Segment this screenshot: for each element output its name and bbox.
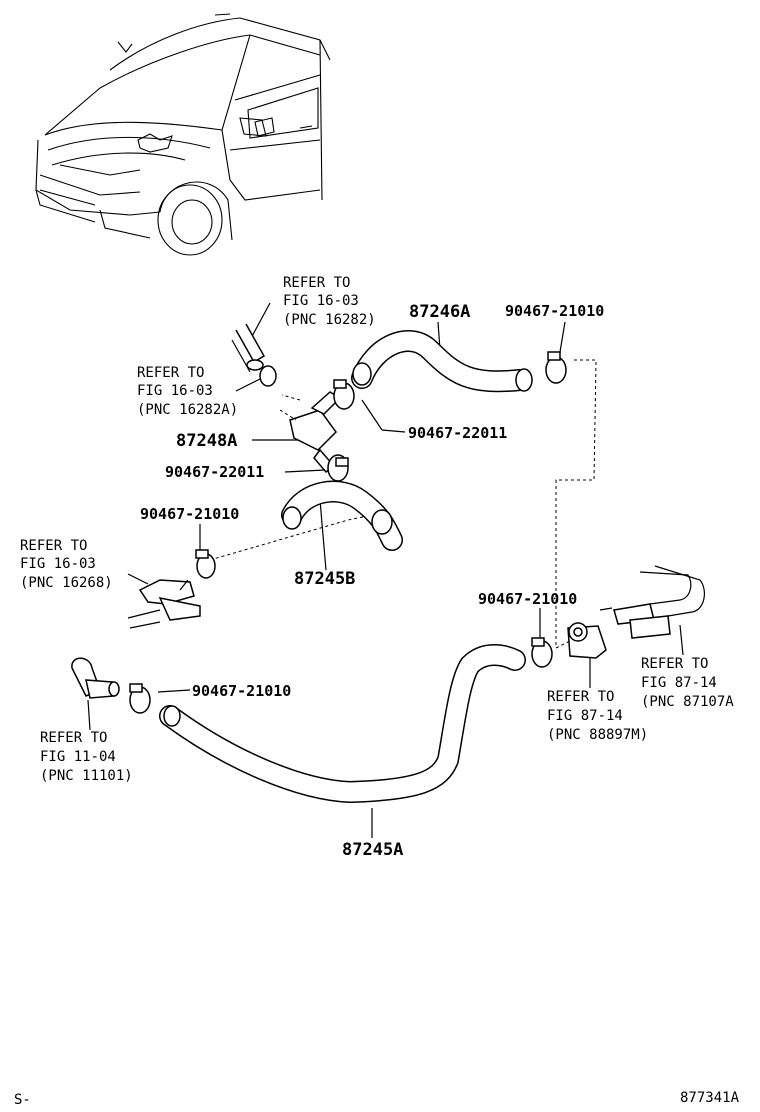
ref-line: FIG 16-03 [20,556,96,572]
part-number-clamp-21010-lower: 90467-21010 [192,682,291,700]
ref-line: REFER TO [283,275,350,291]
part-number-87245a: 87245A [342,840,403,860]
hose-clamp-22011-upper [333,379,355,410]
part-number-clamp-22011-left: 90467-22011 [165,463,264,481]
ref-line: (PNC 16282) [283,312,376,328]
vehicle-illustration [35,13,331,256]
ref-line: REFER TO [40,730,107,746]
part-number-clamp-21010-top: 90467-21010 [505,302,604,320]
ref-fig-87-14-pnc-88897m: REFER TO FIG 87-14 (PNC 88897M) [547,689,648,743]
hose-clamp-21010-mid [195,549,216,579]
hose-clamp-21010-right [531,637,553,668]
ref-line: (PNC 11101) [40,768,133,784]
part-number-clamp-21010-right: 90467-21010 [478,590,577,608]
heater-valve-flange [567,622,607,659]
ref-line: REFER TO [547,689,614,705]
tee-joint-87248A [279,391,342,474]
hose-87246A [351,330,533,393]
hose-clamp-top-right [545,351,567,384]
hose-clamp-21010-lower [129,683,151,714]
ref-fig-11-04-pnc-11101: REFER TO FIG 11-04 (PNC 11101) [40,730,133,784]
ref-line: (PNC 16268) [20,575,113,591]
ref-fig-87-14-pnc-87107a: REFER TO FIG 87-14 (PNC 87107A [641,656,734,710]
hose-clamp-upper-left [259,365,277,387]
ref-fig-16-03-pnc-16282: REFER TO FIG 16-03 (PNC 16282) [283,275,376,328]
ref-line: FIG 11-04 [40,749,116,765]
figure-id: 877341A [680,1090,740,1106]
water-valve-connector [127,579,201,629]
part-number-87245b: 87245B [294,569,355,589]
ref-line: (PNC 87107A [641,694,734,710]
leader-lines [87,302,684,838]
heater-pipes-right [599,565,706,639]
ref-fig-16-03-pnc-16282a: REFER TO FIG 16-03 (PNC 16282A) [137,365,238,418]
ref-line: FIG 87-14 [641,675,717,691]
ref-line: FIG 16-03 [283,293,359,309]
hose-87245B [281,480,403,551]
ref-line: REFER TO [137,365,204,381]
part-number-87248a: 87248A [176,431,237,451]
hose-clamp-22011-lower [327,454,349,482]
ref-line: (PNC 88897M) [547,727,648,743]
part-number-clamp-21010-mid: 90467-21010 [140,505,239,523]
hose-87245A [159,644,526,803]
pipe-upper-refer [231,323,266,373]
ref-line: FIG 16-03 [137,383,213,399]
ref-line: REFER TO [641,656,708,672]
part-number-87246a: 87246A [409,302,470,322]
ref-line: REFER TO [20,538,87,554]
part-number-clamp-22011-right: 90467-22011 [408,424,507,442]
footer-left-code: S- [14,1092,31,1108]
ref-fig-16-03-pnc-16268: REFER TO FIG 16-03 (PNC 16268) [20,538,113,591]
ref-line: (PNC 16282A) [137,402,238,418]
ref-line: FIG 87-14 [547,708,623,724]
pipe-lower-left [71,657,120,699]
